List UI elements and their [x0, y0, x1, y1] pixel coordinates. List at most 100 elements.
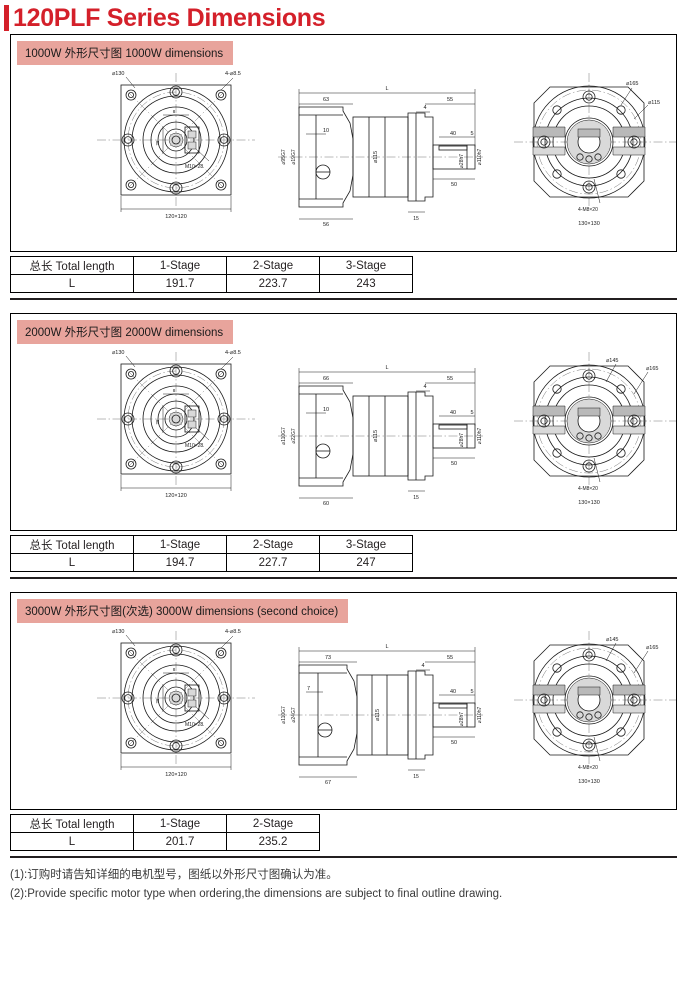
td-row-label: L [10, 553, 134, 572]
technical-drawing-1000w: 8 28 ⌀130 4-⌀8.5 M10×28 120×120 [97, 71, 676, 228]
th-stage-2: 2-Stage [226, 256, 320, 275]
side-pilot-dia-3000w: ⌀110G7 [281, 706, 287, 724]
side-key-height-2000w: 10 [323, 407, 329, 413]
side-bore-dia-2000w: ⌀22G7 [291, 428, 297, 443]
side-shaft-dia-2000w: ⌀28h7 [459, 433, 465, 447]
th-total-length: 总长 Total length [10, 256, 134, 275]
side-front-len-2000w: 66 [323, 376, 329, 382]
page-title-bar: 120PLF Series Dimensions [0, 0, 687, 34]
section-header-1000w: 1000W 外形尺寸图 1000W dimensions [17, 41, 234, 65]
left-holes-3000w: 4-⌀8.5 [225, 629, 241, 635]
side-pilot-dia-2000w: ⌀110G7 [281, 427, 287, 445]
left-inner-dim-1000w: 28 [155, 140, 160, 146]
right-outer-dia-3000w: ⌀165 [646, 645, 659, 651]
total-length-table-1000w: 总长 Total length 1-Stage 2-Stage 3-Stage … [10, 256, 413, 293]
left-small-dim-3000w: 8 [173, 667, 176, 672]
td-stage-3-value: 247 [319, 553, 413, 572]
total-length-table-2000w: 总长 Total length 1-Stage 2-Stage 3-Stage … [10, 535, 413, 572]
side-step-2000w: 4 [423, 384, 426, 390]
side-base-len-3000w: 67 [325, 780, 331, 786]
left-square-3000w: 120×120 [165, 772, 187, 778]
left-thread-1000w: M10×28 [185, 164, 203, 170]
side-shaft-dia-3000w: ⌀28h7 [459, 712, 465, 726]
side-body-dia-2000w: ⌀115 [373, 430, 379, 442]
section-1000w: 1000W 外形尺寸图 1000W dimensions [10, 34, 677, 252]
right-screws-3000w: 4-M8×20 [578, 765, 598, 771]
left-holes-1000w: 4-⌀8.5 [225, 71, 241, 77]
side-key-len-1000w: 40 [450, 131, 456, 137]
left-small-dim-1000w: 8 [173, 109, 176, 114]
right-inner-dia-2000w: ⌀145 [606, 358, 619, 364]
side-out-pilot-1000w: ⌀110h7 [477, 149, 483, 166]
side-flange-thk-3000w: 15 [413, 774, 419, 780]
side-flange-thk-2000w: 15 [413, 495, 419, 501]
left-thread-2000w: M10×28 [185, 443, 203, 449]
side-step-1000w: 4 [423, 105, 426, 111]
section-2000w: 2000W 外形尺寸图 2000W dimensions [10, 313, 677, 531]
side-base-len-2000w: 60 [323, 501, 329, 507]
side-shaft-len-1000w: 50 [451, 182, 457, 188]
side-overall-3000w: L [385, 644, 388, 650]
left-square-2000w: 120×120 [165, 493, 187, 499]
table-row: L 194.7 227.7 247 [10, 553, 413, 572]
note-1: (1):订购时请告知详细的电机型号，图纸以外形尺寸图确认为准。 [10, 869, 338, 881]
divider-2000w [10, 577, 677, 579]
side-shaft-dia-1000w: ⌀28h7 [459, 154, 465, 168]
title-accent-bar [4, 5, 9, 31]
table-row: 总长 Total length 1-Stage 2-Stage 3-Stage [10, 256, 413, 275]
note-2: (2):Provide specific motor type when ord… [10, 888, 503, 900]
th-total-length: 总长 Total length [10, 814, 134, 833]
side-body-dia-1000w: ⌀115 [373, 151, 379, 163]
section-3000w: 3000W 外形尺寸图(次选) 3000W dimensions (second… [10, 592, 677, 810]
side-rear-len-1000w: 55 [447, 97, 453, 103]
side-pilot-dia-1000w: ⌀95G7 [281, 149, 287, 164]
left-inner-dim-2000w: 28 [155, 419, 160, 425]
th-stage-3: 3-Stage [319, 256, 413, 275]
right-screws-2000w: 4-M8×20 [578, 486, 598, 492]
side-key-height-1000w: 10 [323, 128, 329, 134]
side-overall-2000w: L [385, 365, 388, 371]
side-rear-len-3000w: 55 [447, 655, 453, 661]
right-screws-1000w: 4-M8×20 [578, 207, 598, 213]
left-bolt-circle-3000w: ⌀130 [112, 629, 125, 635]
side-rear-len-2000w: 55 [447, 376, 453, 382]
left-bolt-circle-1000w: ⌀130 [112, 71, 125, 77]
side-shaft-len-3000w: 50 [451, 740, 457, 746]
table-row: 总长 Total length 1-Stage 2-Stage [10, 814, 320, 833]
td-stage-2-value: 235.2 [226, 832, 320, 851]
side-bore-dia-1000w: ⌀19G7 [291, 149, 297, 164]
th-stage-1: 1-Stage [133, 814, 227, 833]
side-overall-1000w: L [385, 86, 388, 92]
side-key-len-2000w: 40 [450, 410, 456, 416]
side-out-pilot-3000w: ⌀110h7 [477, 707, 483, 724]
left-bolt-circle-2000w: ⌀130 [112, 350, 125, 356]
total-length-table-3000w: 总长 Total length 1-Stage 2-Stage L 201.7 … [10, 814, 320, 851]
side-bore-dia-3000w: ⌀24G7 [291, 707, 297, 722]
footer-notes: (1):订购时请告知详细的电机型号，图纸以外形尺寸图确认为准。 (2):Prov… [10, 866, 687, 904]
td-row-label: L [10, 832, 134, 851]
drawing-3000w: 8 28 ⌀130 4-⌀8.5 M10×28 120×120 [11, 623, 676, 793]
side-out-pilot-2000w: ⌀110h7 [477, 428, 483, 445]
left-thread-3000w: M10×28 [185, 722, 203, 728]
side-key-height-3000w: 7 [307, 686, 310, 692]
td-stage-2-value: 227.7 [226, 553, 320, 572]
side-key-len-3000w: 40 [450, 689, 456, 695]
right-inner-dia-3000w: ⌀145 [606, 637, 619, 643]
page-title: 120PLF Series Dimensions [13, 4, 326, 32]
left-small-dim-2000w: 8 [173, 388, 176, 393]
side-base-len-1000w: 56 [323, 222, 329, 228]
left-square-1000w: 120×120 [165, 214, 187, 220]
right-outer-dia-2000w: ⌀165 [646, 366, 659, 372]
drawing-2000w: 8 28 ⌀130 4-⌀8.5 M10×28 120×120 [11, 344, 676, 514]
td-stage-1-value: 194.7 [133, 553, 227, 572]
side-front-len-3000w: 73 [325, 655, 331, 661]
td-stage-1-value: 201.7 [133, 832, 227, 851]
left-inner-dim-3000w: 28 [155, 698, 160, 704]
side-front-len-1000w: 63 [323, 97, 329, 103]
table-block-2000w: 总长 Total length 1-Stage 2-Stage 3-Stage … [0, 531, 687, 577]
side-flange-thk-1000w: 15 [413, 216, 419, 222]
right-square-3000w: 130×130 [578, 779, 600, 785]
technical-drawing-3000w: 8 28 ⌀130 4-⌀8.5 M10×28 120×120 [97, 629, 676, 786]
th-stage-1: 1-Stage [133, 256, 227, 275]
table-row: L 201.7 235.2 [10, 832, 320, 851]
